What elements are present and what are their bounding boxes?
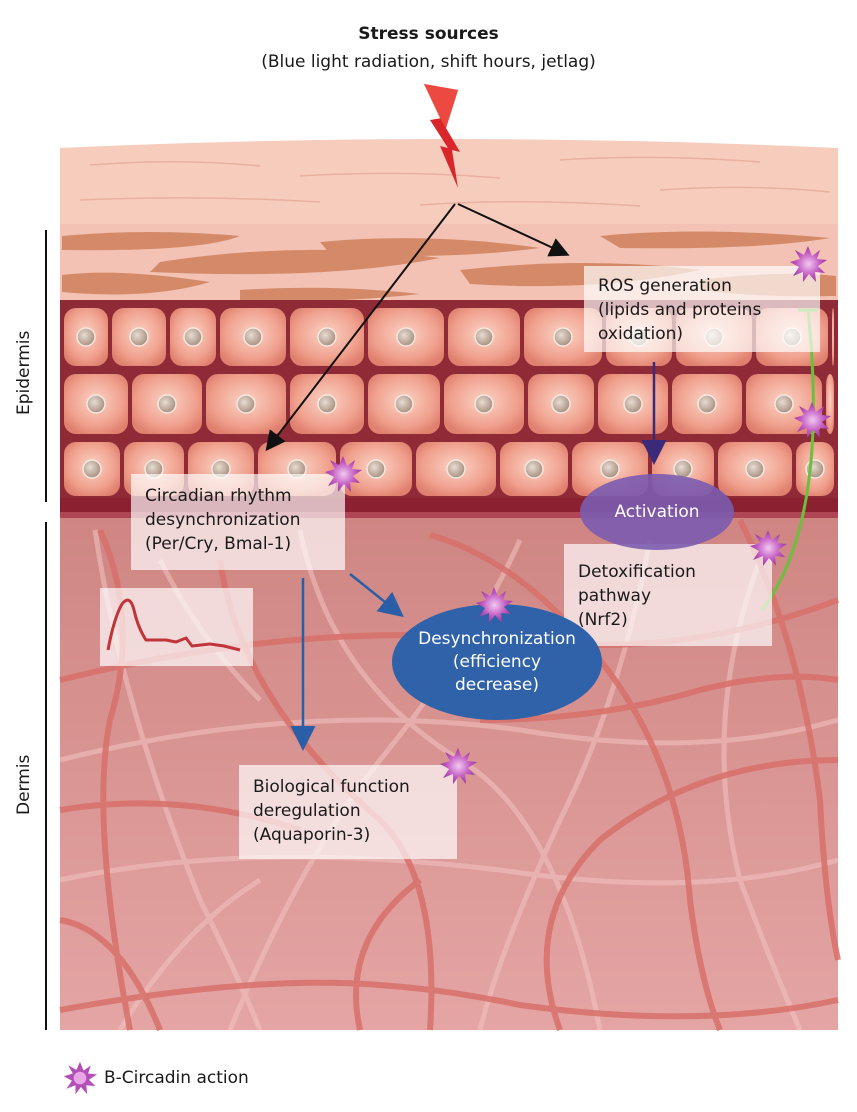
cell-nucleus (600, 459, 620, 479)
epidermal-cell (826, 374, 834, 434)
dermis-bracket (45, 522, 47, 1030)
cell-nucleus (82, 459, 102, 479)
detox-line-2: pathway (578, 586, 652, 606)
cell-nucleus (774, 394, 794, 414)
cell-nucleus (553, 327, 573, 347)
diagram-subtitle: (Blue light radiation, shift hours, jetl… (261, 52, 596, 72)
cell-nucleus (317, 327, 337, 347)
cell-nucleus (236, 394, 256, 414)
cell-nucleus (551, 394, 571, 414)
ros-generation-box: ROS generation (lipids and proteins oxid… (584, 266, 820, 352)
detox-line-1: Detoxification (578, 562, 696, 582)
cell-nucleus (446, 459, 466, 479)
biological-line-1: Biological function (253, 777, 410, 797)
cell-nucleus (474, 327, 494, 347)
cell-nucleus (243, 327, 263, 347)
cell-nucleus (157, 394, 177, 414)
ros-line-2: (lipids and proteins (598, 300, 762, 320)
desync-line-1: Desynchronization (418, 628, 576, 649)
activation-node: Activation (580, 474, 734, 550)
cell-nucleus (697, 394, 717, 414)
legend-label: B-Circadin action (104, 1068, 249, 1088)
rhythm-curve-icon (106, 598, 241, 652)
biological-line-2: deregulation (253, 801, 361, 821)
epidermal-cell (832, 308, 834, 366)
detoxification-box: Detoxification pathway (Nrf2) (564, 544, 772, 646)
arrow-to-circadian (265, 203, 456, 452)
detox-line-3: (Nrf2) (578, 610, 628, 630)
desynchronization-node: Desynchronization (efficiency decrease) (392, 604, 602, 720)
legend: B-Circadin action (62, 1060, 249, 1096)
rhythm-curve-box (100, 588, 253, 666)
epidermis-bracket (45, 230, 47, 502)
cell-nucleus (86, 394, 106, 414)
circadian-line-3: (Per/Cry, Bmal-1) (145, 534, 292, 554)
circadian-box: Circadian rhythm desynchronization (Per/… (131, 474, 345, 570)
stratum-corneum (60, 139, 838, 232)
biological-box: Biological function deregulation (Aquapo… (239, 765, 457, 859)
ros-line-1: ROS generation (598, 276, 732, 296)
arrow-to-desync (349, 573, 404, 618)
cell-nucleus (394, 394, 414, 414)
epidermal-cells (64, 308, 834, 496)
inhibition-line (760, 309, 815, 611)
starburst-icon (63, 1061, 98, 1095)
cell-nucleus (396, 327, 416, 347)
activation-label: Activation (614, 501, 700, 522)
cell-nucleus (524, 459, 544, 479)
cell-nucleus (317, 394, 337, 414)
cell-nucleus (474, 394, 494, 414)
desync-line-3: decrease) (454, 674, 540, 695)
circadian-line-2: desynchronization (145, 510, 301, 530)
dermis-label: Dermis (14, 754, 34, 815)
epidermis-label: Epidermis (14, 330, 34, 415)
cell-nucleus (366, 459, 386, 479)
cell-nucleus (745, 459, 765, 479)
circadian-line-1: Circadian rhythm (145, 486, 292, 506)
cell-nucleus (623, 394, 643, 414)
ros-line-3: oxidation) (598, 324, 684, 344)
cell-nucleus (129, 327, 149, 347)
cell-nucleus (183, 327, 203, 347)
cell-nucleus (76, 327, 96, 347)
diagram-title: Stress sources (358, 24, 499, 44)
biological-line-3: (Aquaporin-3) (253, 825, 371, 845)
arrow-to-ros (457, 203, 570, 257)
desync-line-2: (efficiency (452, 651, 542, 672)
